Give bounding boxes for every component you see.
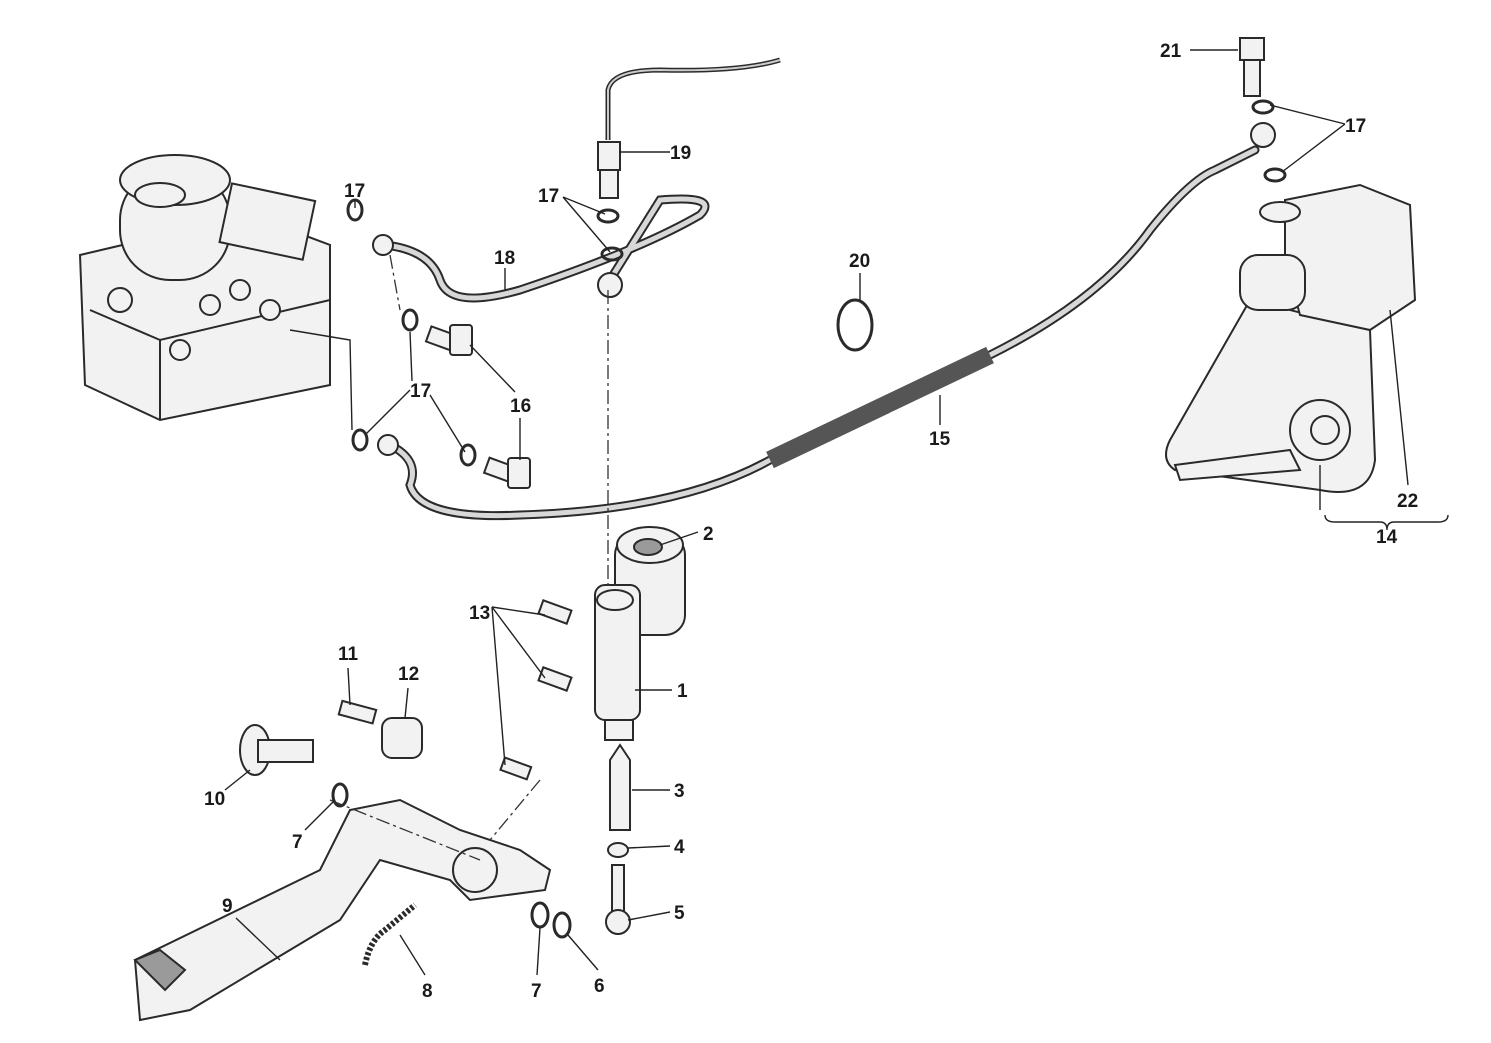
callout-14: 14 <box>1376 527 1398 548</box>
callout-20: 20 <box>849 251 870 272</box>
assembly-brace <box>1324 514 1449 531</box>
callout-10: 10 <box>204 789 225 810</box>
callout-17: 17 <box>410 381 431 402</box>
callout-13: 13 <box>469 603 490 624</box>
callout-17: 17 <box>538 186 559 207</box>
callout-7: 7 <box>531 981 542 1002</box>
callout-17: 17 <box>1345 116 1366 137</box>
sealing-washers <box>346 99 1287 467</box>
callout-11: 11 <box>338 644 359 665</box>
callout-5: 5 <box>674 903 685 924</box>
callout-2: 2 <box>703 524 714 545</box>
hose-clamp-20 <box>836 298 874 352</box>
callout-4: 4 <box>674 837 685 858</box>
bolt-21 <box>1239 37 1265 97</box>
callout-19: 19 <box>670 143 691 164</box>
callout-16: 16 <box>510 396 531 417</box>
brake-caliper-assembly <box>1165 183 1417 493</box>
brake-hose-18 <box>372 194 710 303</box>
rubber-bumper-12 <box>381 717 423 759</box>
callout-1: 1 <box>677 681 688 702</box>
callout-21: 21 <box>1160 41 1182 62</box>
callout-22: 22 <box>1397 491 1418 512</box>
callout-18: 18 <box>494 248 515 269</box>
callout-9: 9 <box>222 896 233 917</box>
push-rod-assembly <box>605 743 631 935</box>
abs-modulator-unit <box>78 154 331 422</box>
bolts-13 <box>499 599 573 781</box>
callout-6: 6 <box>594 976 605 997</box>
callout-leaders <box>224 49 1409 976</box>
return-spring-8 <box>362 902 417 966</box>
brake-hose-15 <box>377 122 1276 521</box>
banjo-bolts-16 <box>424 324 531 489</box>
callout-8: 8 <box>422 981 433 1002</box>
callout-3: 3 <box>674 781 685 802</box>
pivot-pin-10 <box>239 724 314 776</box>
callout-7: 7 <box>292 832 303 853</box>
master-cylinder <box>594 526 686 741</box>
brake-pedal <box>133 798 552 1022</box>
callout-15: 15 <box>929 429 951 450</box>
banjo-bolt-19 <box>597 141 621 171</box>
callout-17: 17 <box>344 181 365 202</box>
callout-12: 12 <box>398 664 419 685</box>
